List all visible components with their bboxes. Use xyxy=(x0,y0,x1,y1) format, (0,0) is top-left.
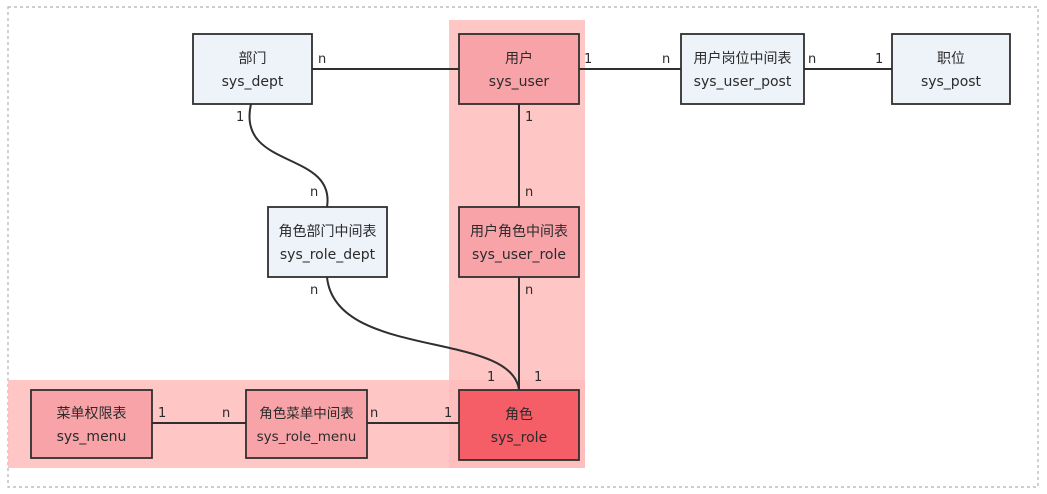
entity-table-name: sys_user_post xyxy=(694,74,792,90)
edge-label: n xyxy=(525,283,533,298)
entity-node-sys-menu[interactable]: 菜单权限表 sys_menu xyxy=(30,389,153,459)
entity-node-sys-user-role[interactable]: 用户角色中间表 sys_user_role xyxy=(458,206,580,278)
entities-layer: 部门 sys_dept 用户 sys_user 用户岗位中间表 sys_user… xyxy=(30,33,1011,461)
entity-table-name: sys_post xyxy=(921,74,982,90)
entity-node-sys-user[interactable]: 用户 sys_user xyxy=(458,33,580,105)
edge-label: 1 xyxy=(534,370,542,385)
edge-label: n xyxy=(370,406,378,421)
edge-label: n xyxy=(310,283,318,298)
edge-label: 1 xyxy=(525,110,533,125)
edge-label: 1 xyxy=(236,110,244,125)
edge-label: 1 xyxy=(158,406,166,421)
entity-table-name: sys_dept xyxy=(222,74,284,90)
edge-dept-roledept xyxy=(248,103,329,208)
edge-label: 1 xyxy=(875,52,883,67)
edge-roledept-role xyxy=(326,276,520,391)
edge-label: n xyxy=(310,185,318,200)
entity-table-name: sys_role_menu xyxy=(257,429,357,445)
edge-label: 1 xyxy=(487,370,495,385)
edge-label: n xyxy=(222,406,230,421)
diagram-frame xyxy=(7,6,1039,488)
entity-table-name: sys_menu xyxy=(57,429,127,445)
entity-label: 角色 xyxy=(505,406,533,423)
entity-label: 职位 xyxy=(937,51,965,67)
entity-label: 部门 xyxy=(239,51,267,67)
edge-label: n xyxy=(525,185,533,200)
entity-node-sys-role[interactable]: 角色 sys_role xyxy=(458,389,580,461)
entity-label: 角色部门中间表 xyxy=(279,223,377,240)
entity-table-name: sys_role xyxy=(491,430,547,446)
entity-node-sys-dept[interactable]: 部门 sys_dept xyxy=(192,33,313,105)
edges-layer xyxy=(152,68,892,424)
edge-label: 1 xyxy=(444,406,452,421)
entity-node-sys-role-menu[interactable]: 角色菜单中间表 sys_role_menu xyxy=(245,389,368,459)
entity-label: 用户 xyxy=(505,50,533,67)
entity-table-name: sys_user_role xyxy=(472,247,566,263)
entity-label: 用户岗位中间表 xyxy=(694,50,792,67)
entity-label: 用户角色中间表 xyxy=(470,223,568,240)
entity-label: 菜单权限表 xyxy=(57,406,127,422)
entity-table-name: sys_role_dept xyxy=(280,247,376,263)
entity-node-sys-role-dept[interactable]: 角色部门中间表 sys_role_dept xyxy=(267,206,388,278)
edge-label: n xyxy=(808,52,816,67)
edge-label: n xyxy=(662,52,670,67)
entity-node-sys-user-post[interactable]: 用户岗位中间表 sys_user_post xyxy=(680,33,805,105)
edge-label: 1 xyxy=(584,52,592,67)
edge-label: n xyxy=(318,52,326,67)
cardinality-labels: n 1 n n 1 1 n 1 n n 1 n 1 1 n n 1 xyxy=(158,52,883,421)
entity-label: 角色菜单中间表 xyxy=(259,405,354,422)
entity-table-name: sys_user xyxy=(489,74,550,90)
entity-node-sys-post[interactable]: 职位 sys_post xyxy=(891,33,1011,105)
